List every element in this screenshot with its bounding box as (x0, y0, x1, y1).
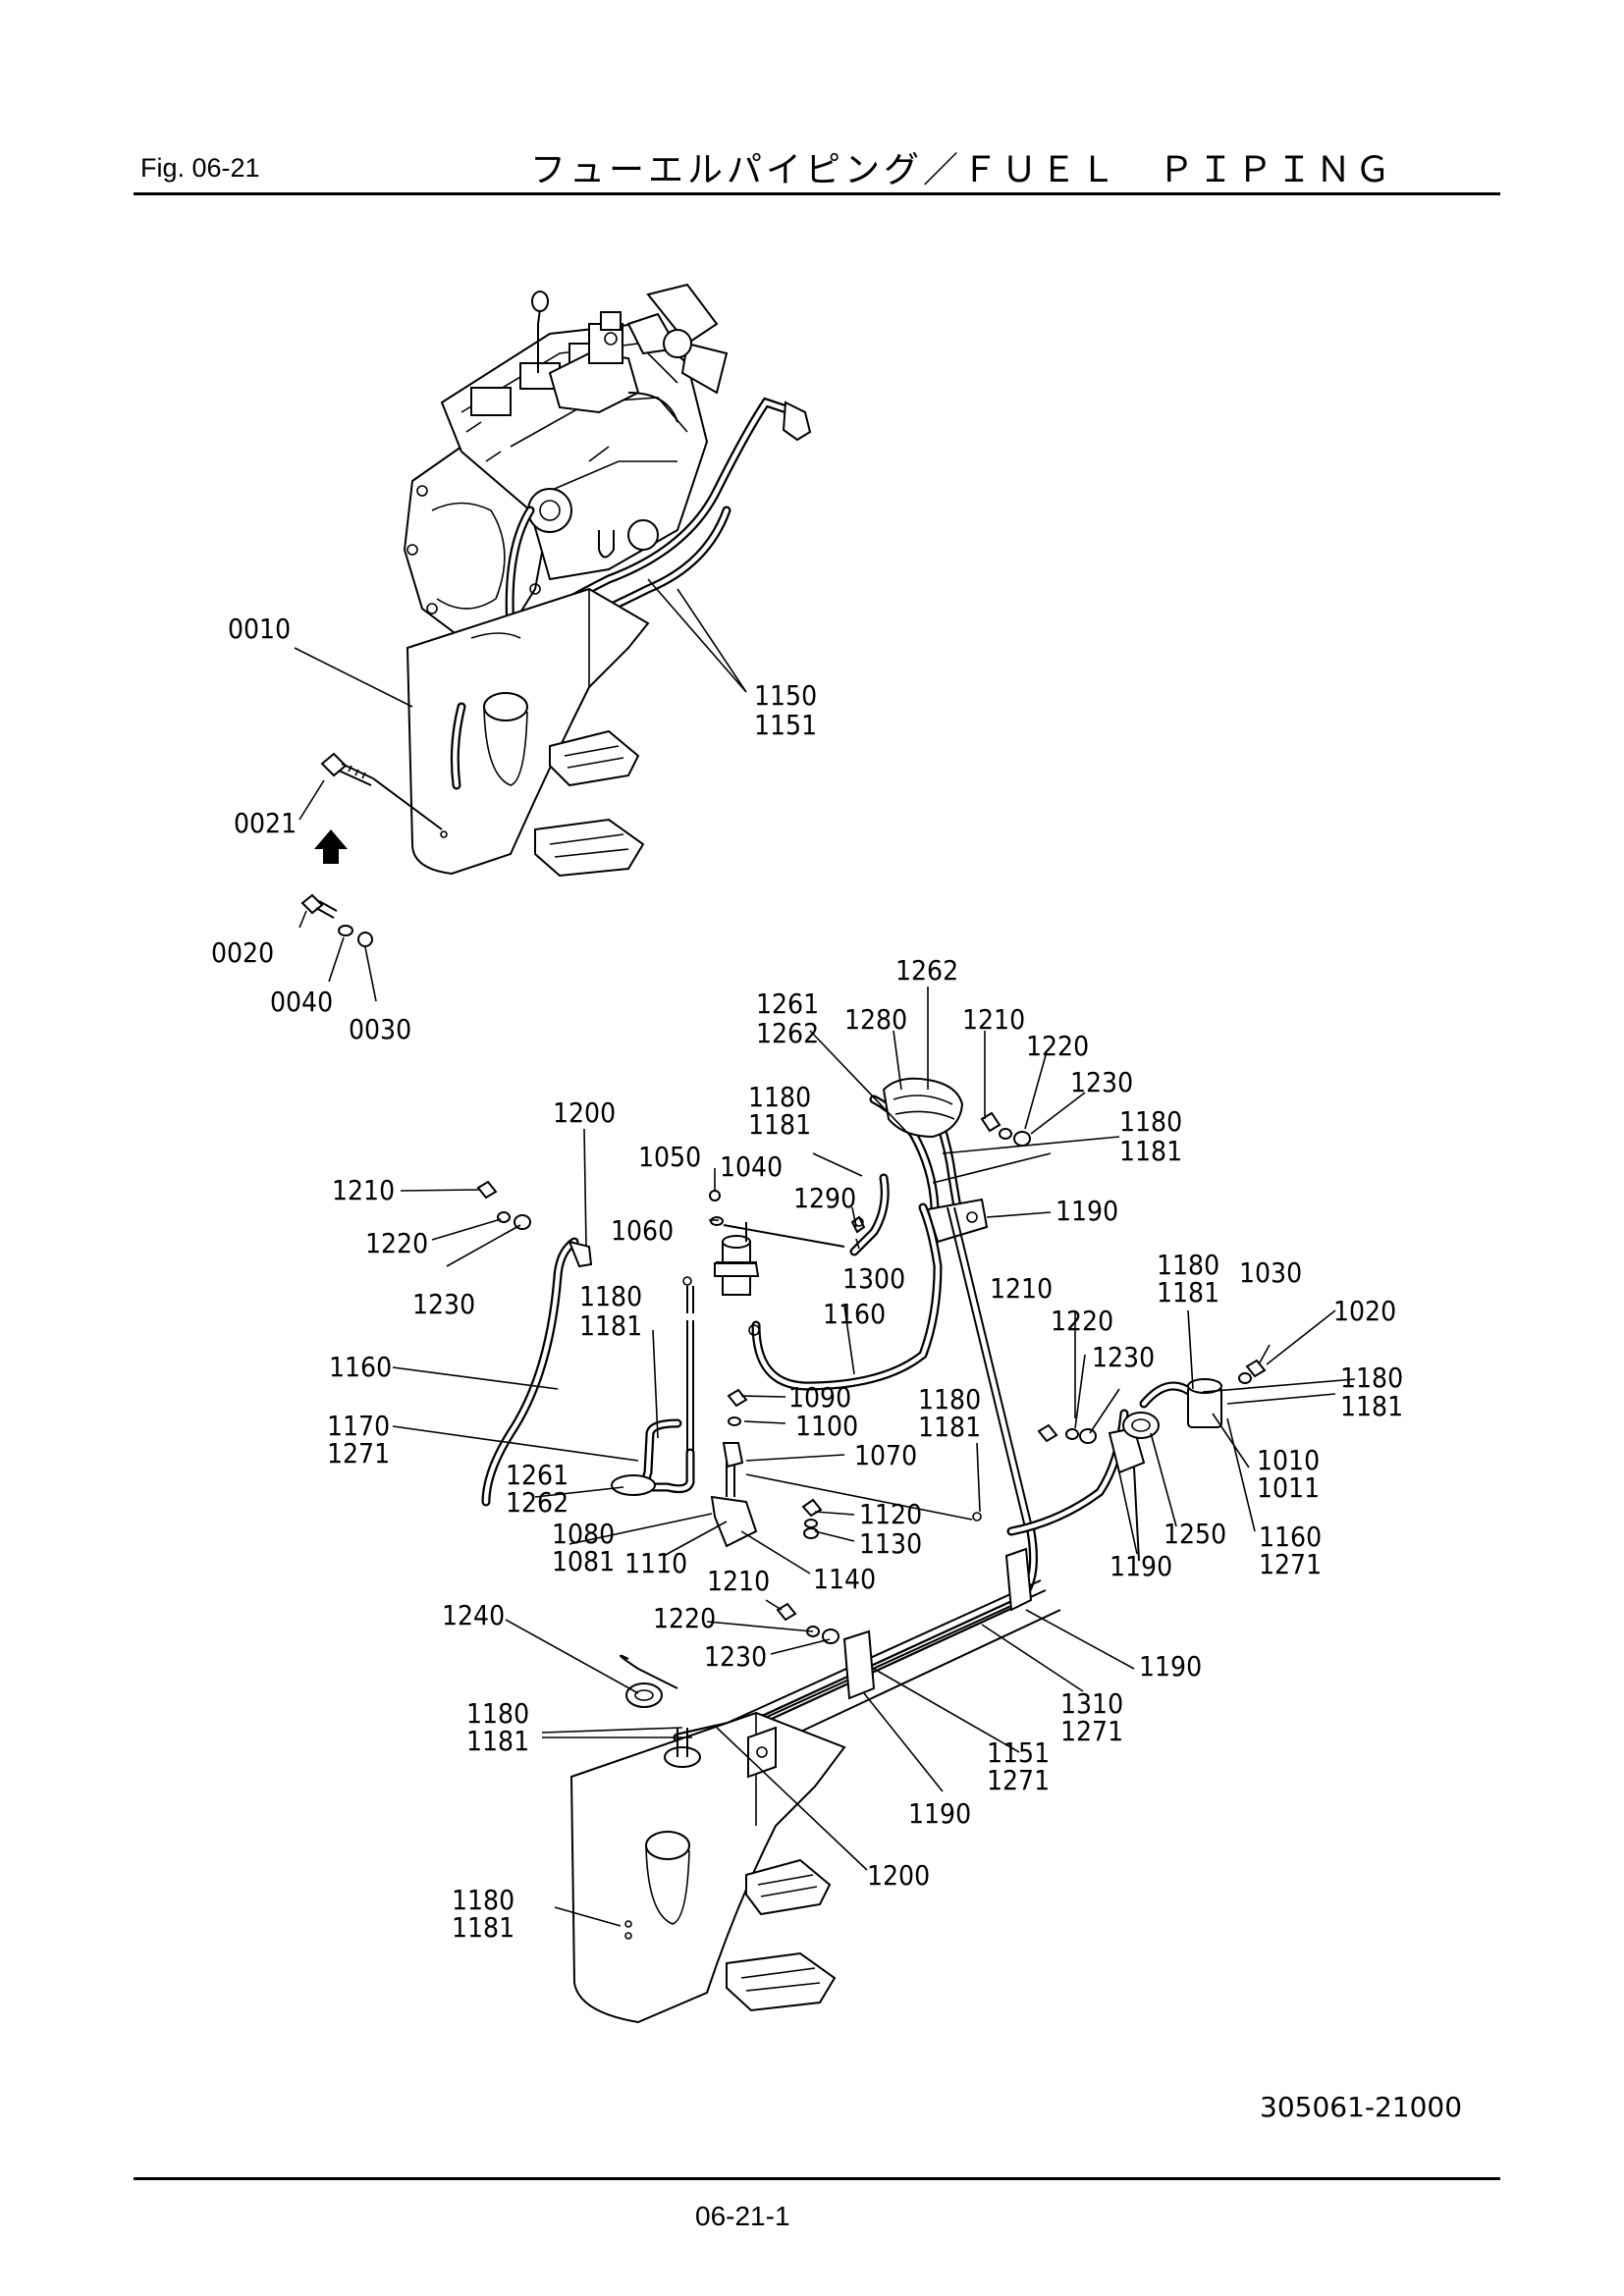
callout: 1120 (859, 1498, 922, 1530)
callout: 1010 (1257, 1444, 1320, 1476)
callout: 1271 (1060, 1715, 1123, 1747)
callout: 1310 (1060, 1687, 1123, 1720)
callout: 1060 (611, 1214, 674, 1247)
callout: 1180 (918, 1383, 981, 1415)
callout: 1160 (1259, 1521, 1322, 1553)
callout: 1070 (854, 1439, 917, 1471)
callout: 1130 (859, 1527, 922, 1560)
callout: 1230 (1092, 1341, 1155, 1373)
callout: 1160 (329, 1351, 392, 1383)
callout: 1150 (754, 679, 817, 712)
footer-rule (134, 2177, 1500, 2180)
callout: 1090 (788, 1381, 851, 1414)
callout: 1210 (962, 1003, 1025, 1036)
callout: 1190 (1056, 1195, 1118, 1227)
engine-illustration (403, 283, 812, 653)
page-title: フューエルパイピング／ＦＵＥＬ ＰＩＰＩＮＧ (530, 150, 1395, 190)
callout: 1261 (506, 1459, 568, 1491)
callout: 1220 (653, 1602, 716, 1634)
callout: 1271 (1259, 1548, 1322, 1580)
document-number: 305061-21000 (1260, 2091, 1463, 2123)
callout: 1262 (895, 954, 958, 987)
callout: 1180 (1157, 1249, 1219, 1281)
header-rule (134, 192, 1500, 195)
callout: 1180 (748, 1081, 811, 1113)
callout: 1190 (908, 1797, 971, 1830)
page-number: 06-21-1 (695, 2201, 790, 2231)
callout: 1210 (332, 1174, 395, 1206)
callout: 1050 (638, 1141, 701, 1173)
callout: 1170 (327, 1410, 390, 1442)
callout: 1220 (1051, 1305, 1113, 1337)
callout: 1011 (1257, 1471, 1320, 1504)
callout: 1190 (1110, 1550, 1172, 1582)
callout: 1230 (1070, 1066, 1133, 1098)
callout: 1210 (990, 1272, 1053, 1305)
callout: 0010 (228, 613, 291, 645)
callout: 1271 (987, 1764, 1050, 1796)
callout: 1180 (466, 1697, 529, 1730)
callout: 1160 (823, 1298, 886, 1330)
callout: 1181 (918, 1411, 981, 1443)
leader-lines (294, 578, 1356, 1927)
callout: 1030 (1239, 1256, 1302, 1289)
figure-number: Fig. 06-21 (140, 153, 260, 183)
lower-piping-illustration (476, 1077, 1267, 1758)
callout: 1181 (466, 1725, 529, 1757)
callout: 1181 (748, 1108, 811, 1141)
bolt-0021 (320, 752, 443, 830)
callout: 1181 (452, 1911, 514, 1944)
callout: 1110 (624, 1547, 687, 1579)
callout-labels: 0010 1150 1151 0021 0020 0040 0030 1262 … (211, 613, 1403, 1944)
callout: 1200 (553, 1096, 616, 1129)
callout: 0030 (349, 1013, 411, 1045)
callout: 1181 (579, 1309, 642, 1342)
callout: 1230 (704, 1640, 767, 1673)
callout: 1290 (793, 1182, 856, 1214)
callout: 1180 (452, 1884, 514, 1916)
callout: 1040 (720, 1150, 783, 1183)
lower-fuel-tank-illustration (569, 1711, 846, 2024)
callout: 1220 (365, 1227, 428, 1259)
callout: 1151 (754, 709, 817, 741)
bolt-0020-washers (300, 893, 373, 947)
callout: 1261 (756, 988, 819, 1020)
callout: 1262 (506, 1486, 568, 1519)
callout: 1190 (1139, 1650, 1202, 1682)
callout: 1100 (795, 1410, 858, 1442)
callout: 1020 (1333, 1295, 1396, 1327)
callout: 0040 (270, 986, 333, 1018)
callout: 1181 (1157, 1276, 1219, 1308)
callout: 1262 (756, 1017, 819, 1049)
upper-fuel-tank-illustration (406, 587, 650, 878)
callout: 1210 (707, 1565, 770, 1597)
direction-arrow (314, 829, 348, 864)
callout: 0021 (234, 807, 297, 839)
callout: 1180 (579, 1280, 642, 1312)
callout: 1220 (1026, 1030, 1089, 1062)
callout: 1230 (412, 1288, 475, 1320)
callout: 1280 (844, 1003, 907, 1036)
callout: 1081 (552, 1545, 615, 1577)
callout: 1080 (552, 1518, 615, 1550)
callout: 1300 (842, 1262, 905, 1295)
callout: 1181 (1340, 1390, 1403, 1422)
callout: 1271 (327, 1437, 390, 1469)
callout: 1180 (1119, 1105, 1182, 1138)
callout: 1181 (1119, 1135, 1182, 1167)
callout: 0020 (211, 936, 274, 969)
callout: 1151 (987, 1736, 1050, 1769)
callout: 1180 (1340, 1362, 1403, 1394)
callout: 1200 (867, 1859, 930, 1892)
callout: 1250 (1164, 1518, 1226, 1550)
callout: 1240 (442, 1599, 505, 1631)
callout: 1140 (813, 1563, 876, 1595)
